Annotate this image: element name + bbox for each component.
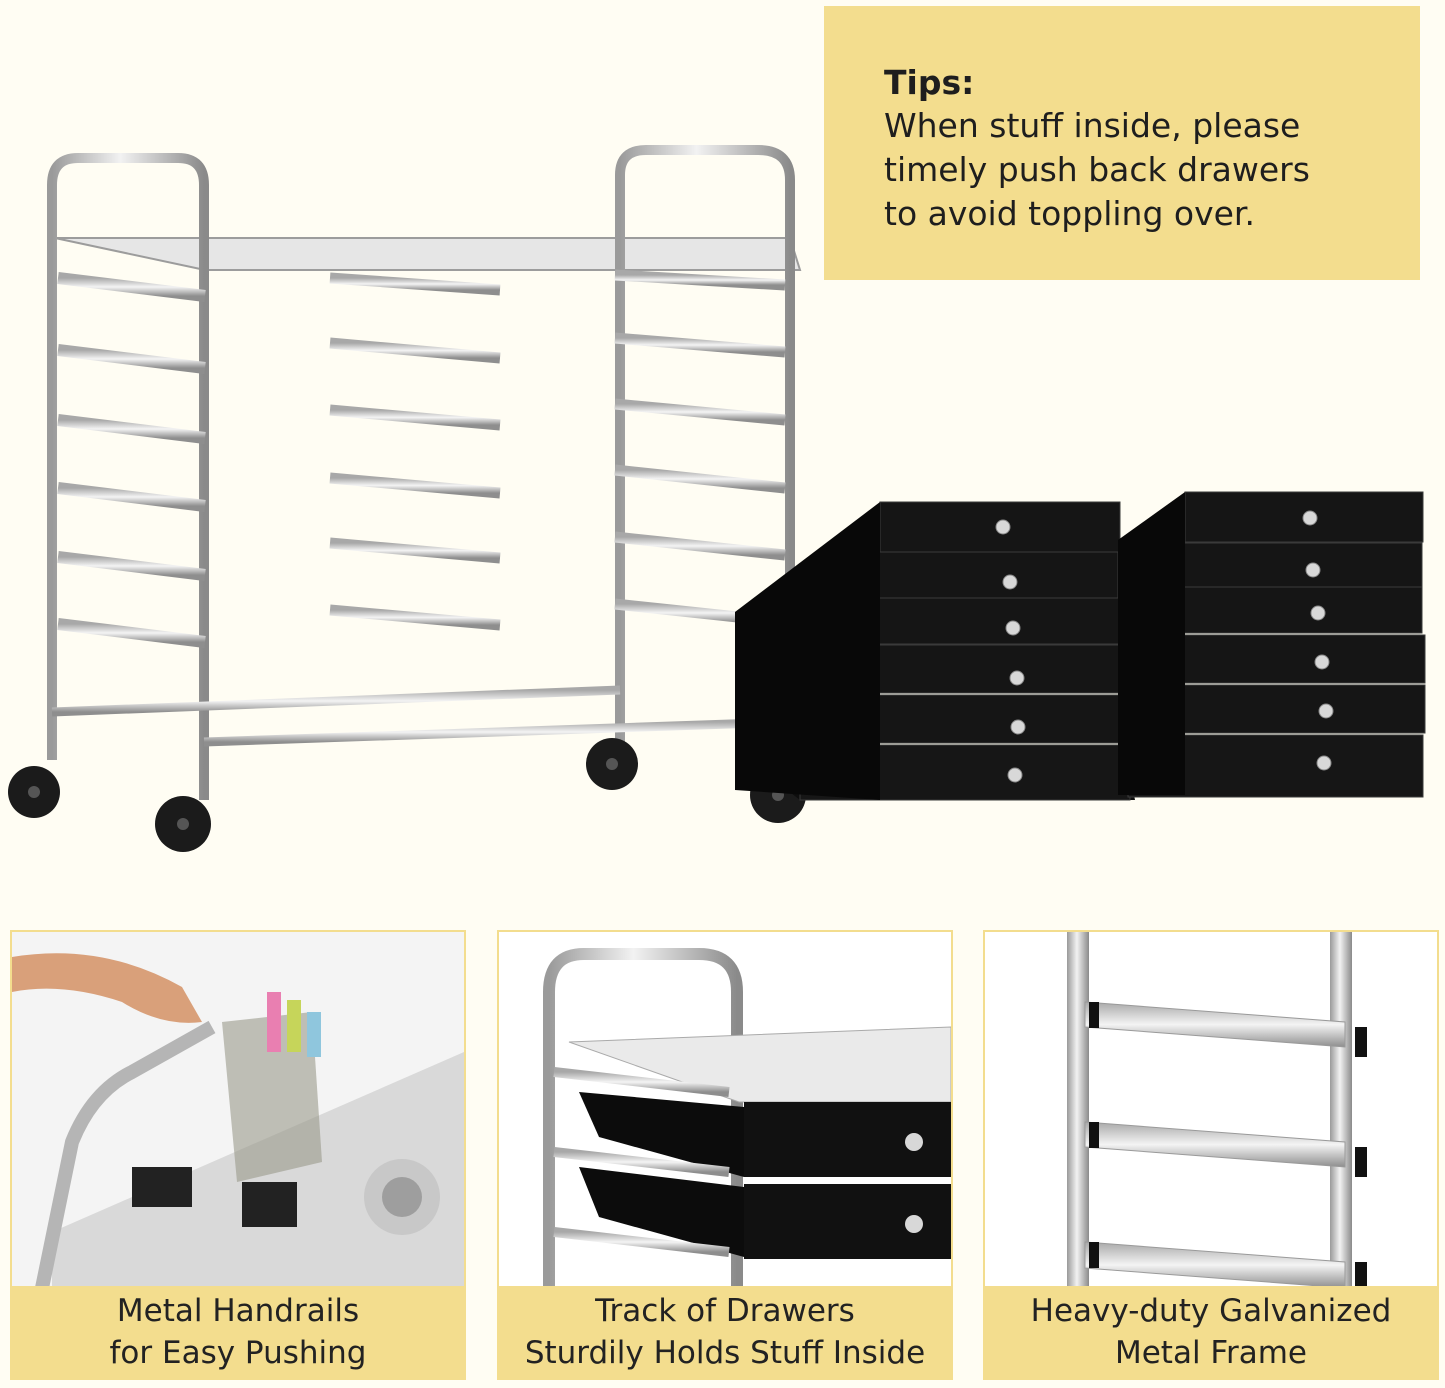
feature-panel-handrails: Metal Handrails for Easy Pushing <box>10 930 466 1380</box>
drawer-track-closeup-photo <box>499 932 951 1288</box>
tips-line-2: timely push back drawers <box>884 150 1310 189</box>
feature-caption-1: Metal Handrails for Easy Pushing <box>12 1286 464 1378</box>
feature-1-line-1: Metal Handrails <box>116 1293 360 1329</box>
handrail-closeup-photo <box>12 932 464 1288</box>
feature-caption-2: Track of Drawers Sturdily Holds Stuff In… <box>499 1286 951 1378</box>
tips-line-3: to avoid toppling over. <box>884 194 1255 233</box>
black-drawer-stack-illustration <box>735 491 1426 801</box>
product-hero-illustration <box>8 145 1426 852</box>
feature-3-line-1: Heavy-duty Galvanized <box>1030 1293 1392 1329</box>
feature-panel-metal-frame: Heavy-duty Galvanized Metal Frame <box>983 930 1439 1380</box>
feature-3-line-2: Metal Frame <box>1114 1335 1308 1371</box>
metal-frame-closeup-photo <box>985 932 1437 1288</box>
feature-1-line-2: for Easy Pushing <box>109 1335 367 1371</box>
cart-frame-illustration <box>8 145 806 852</box>
tips-box: Tips: When stuff inside, please timely p… <box>824 6 1420 280</box>
tips-line-1: When stuff inside, please <box>884 106 1301 145</box>
feature-2-line-2: Sturdily Holds Stuff Inside <box>524 1335 926 1371</box>
feature-caption-3: Heavy-duty Galvanized Metal Frame <box>985 1286 1437 1378</box>
feature-panel-drawer-track: Track of Drawers Sturdily Holds Stuff In… <box>497 930 953 1380</box>
feature-2-line-1: Track of Drawers <box>595 1293 855 1329</box>
tips-title: Tips: <box>884 63 975 102</box>
